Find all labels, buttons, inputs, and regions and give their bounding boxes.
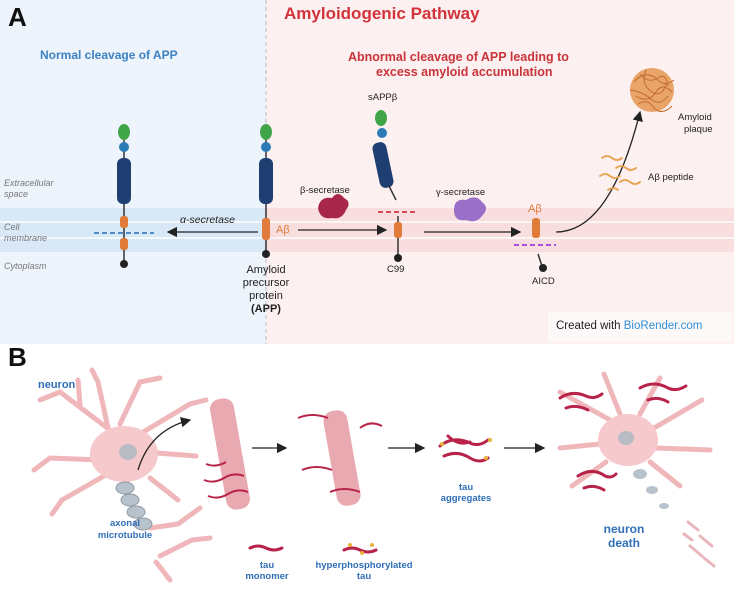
abeta-in-membrane	[514, 218, 556, 272]
hyper-tau-label-2: tau	[356, 571, 372, 582]
membrane-label-2: membrane	[4, 233, 48, 243]
microtubule-disassembling	[297, 410, 383, 506]
c99-label: C99	[387, 264, 405, 275]
plaque-label-2: plaque	[684, 124, 713, 135]
axonal-label-2: microtubule	[97, 530, 153, 541]
credit-brand: BioRender.com	[623, 320, 703, 332]
abeta-label-membrane: Aβ	[528, 203, 542, 215]
biorender-credit: Created with BioRender.com	[556, 320, 702, 332]
neuron-death-label-1: neuron	[603, 522, 645, 536]
aicd-label: AICD	[532, 276, 555, 287]
gamma-secretase-label: γ-secretase	[436, 187, 486, 198]
hyperphosphorylated-tau-icon	[342, 543, 378, 555]
abeta-peptide-label: Aβ peptide	[648, 172, 694, 183]
abeta-label-app: Aβ	[276, 224, 290, 236]
alpha-secretase-label: α-secretase	[180, 214, 236, 226]
abnormal-cleavage-heading-2: excess amyloid accumulation	[376, 65, 553, 79]
extracellular-label-1: Extracellular	[4, 178, 54, 188]
app-label-3: protein	[249, 290, 283, 302]
tau-monomer-label-2: monomer	[245, 571, 289, 582]
pathway-title: Amyloidogenic Pathway	[284, 4, 480, 23]
arrow-to-plaque	[555, 110, 643, 233]
membrane-label-1: Cell	[4, 222, 20, 232]
hyper-tau-label-1: hyperphosphorylated	[315, 560, 413, 571]
dying-neuron	[557, 371, 716, 568]
plaque-label-1: Amyloid	[678, 112, 712, 123]
normal-side-background	[0, 0, 266, 344]
abnormal-side-background	[266, 0, 734, 344]
microtubule-intact	[203, 398, 250, 510]
c99-fragment	[378, 211, 418, 262]
gamma-secretase-enzyme	[454, 197, 486, 222]
panel-b-letter: B	[8, 342, 27, 372]
app-label-2: precursor	[242, 277, 290, 289]
axonal-label-1: axonal	[109, 518, 141, 529]
app-label-1: Amyloid	[246, 264, 286, 276]
extracellular-label-2: space	[4, 189, 29, 199]
app-alpha-cleaved	[94, 124, 154, 268]
tau-aggregates-label-1: tau	[458, 482, 474, 493]
panel-a-letter: A	[8, 2, 27, 32]
amyloid-plaque	[629, 68, 675, 112]
tau-monomer-icon	[248, 544, 284, 552]
tau-monomer-label-1: tau	[259, 560, 275, 571]
abeta-peptide-fibrils	[599, 155, 641, 191]
beta-secretase-label: β-secretase	[300, 185, 350, 196]
credit-box	[548, 312, 732, 342]
normal-cleavage-heading: Normal cleavage of APP	[40, 48, 178, 62]
abnormal-cleavage-heading-1: Abnormal cleavage of APP leading to	[348, 50, 569, 64]
app-full-protein	[259, 124, 273, 258]
credit-prefix: Created with	[556, 320, 624, 332]
sappb-fragment	[372, 110, 397, 201]
neuron-label: neuron	[38, 379, 76, 391]
healthy-neuron	[31, 367, 213, 583]
membrane-band-normal	[0, 208, 266, 252]
arrow-neuron-to-microtubule	[137, 417, 192, 471]
tau-aggregates-label-2: aggregates	[440, 493, 492, 504]
tau-aggregate	[438, 434, 492, 463]
neuron-death-label-2: death	[607, 536, 640, 550]
sappb-label: sAPPβ	[368, 92, 398, 103]
cytoplasm-label: Cytoplasm	[4, 261, 47, 271]
app-label-4: (APP)	[251, 303, 281, 315]
beta-secretase-enzyme	[318, 194, 349, 219]
